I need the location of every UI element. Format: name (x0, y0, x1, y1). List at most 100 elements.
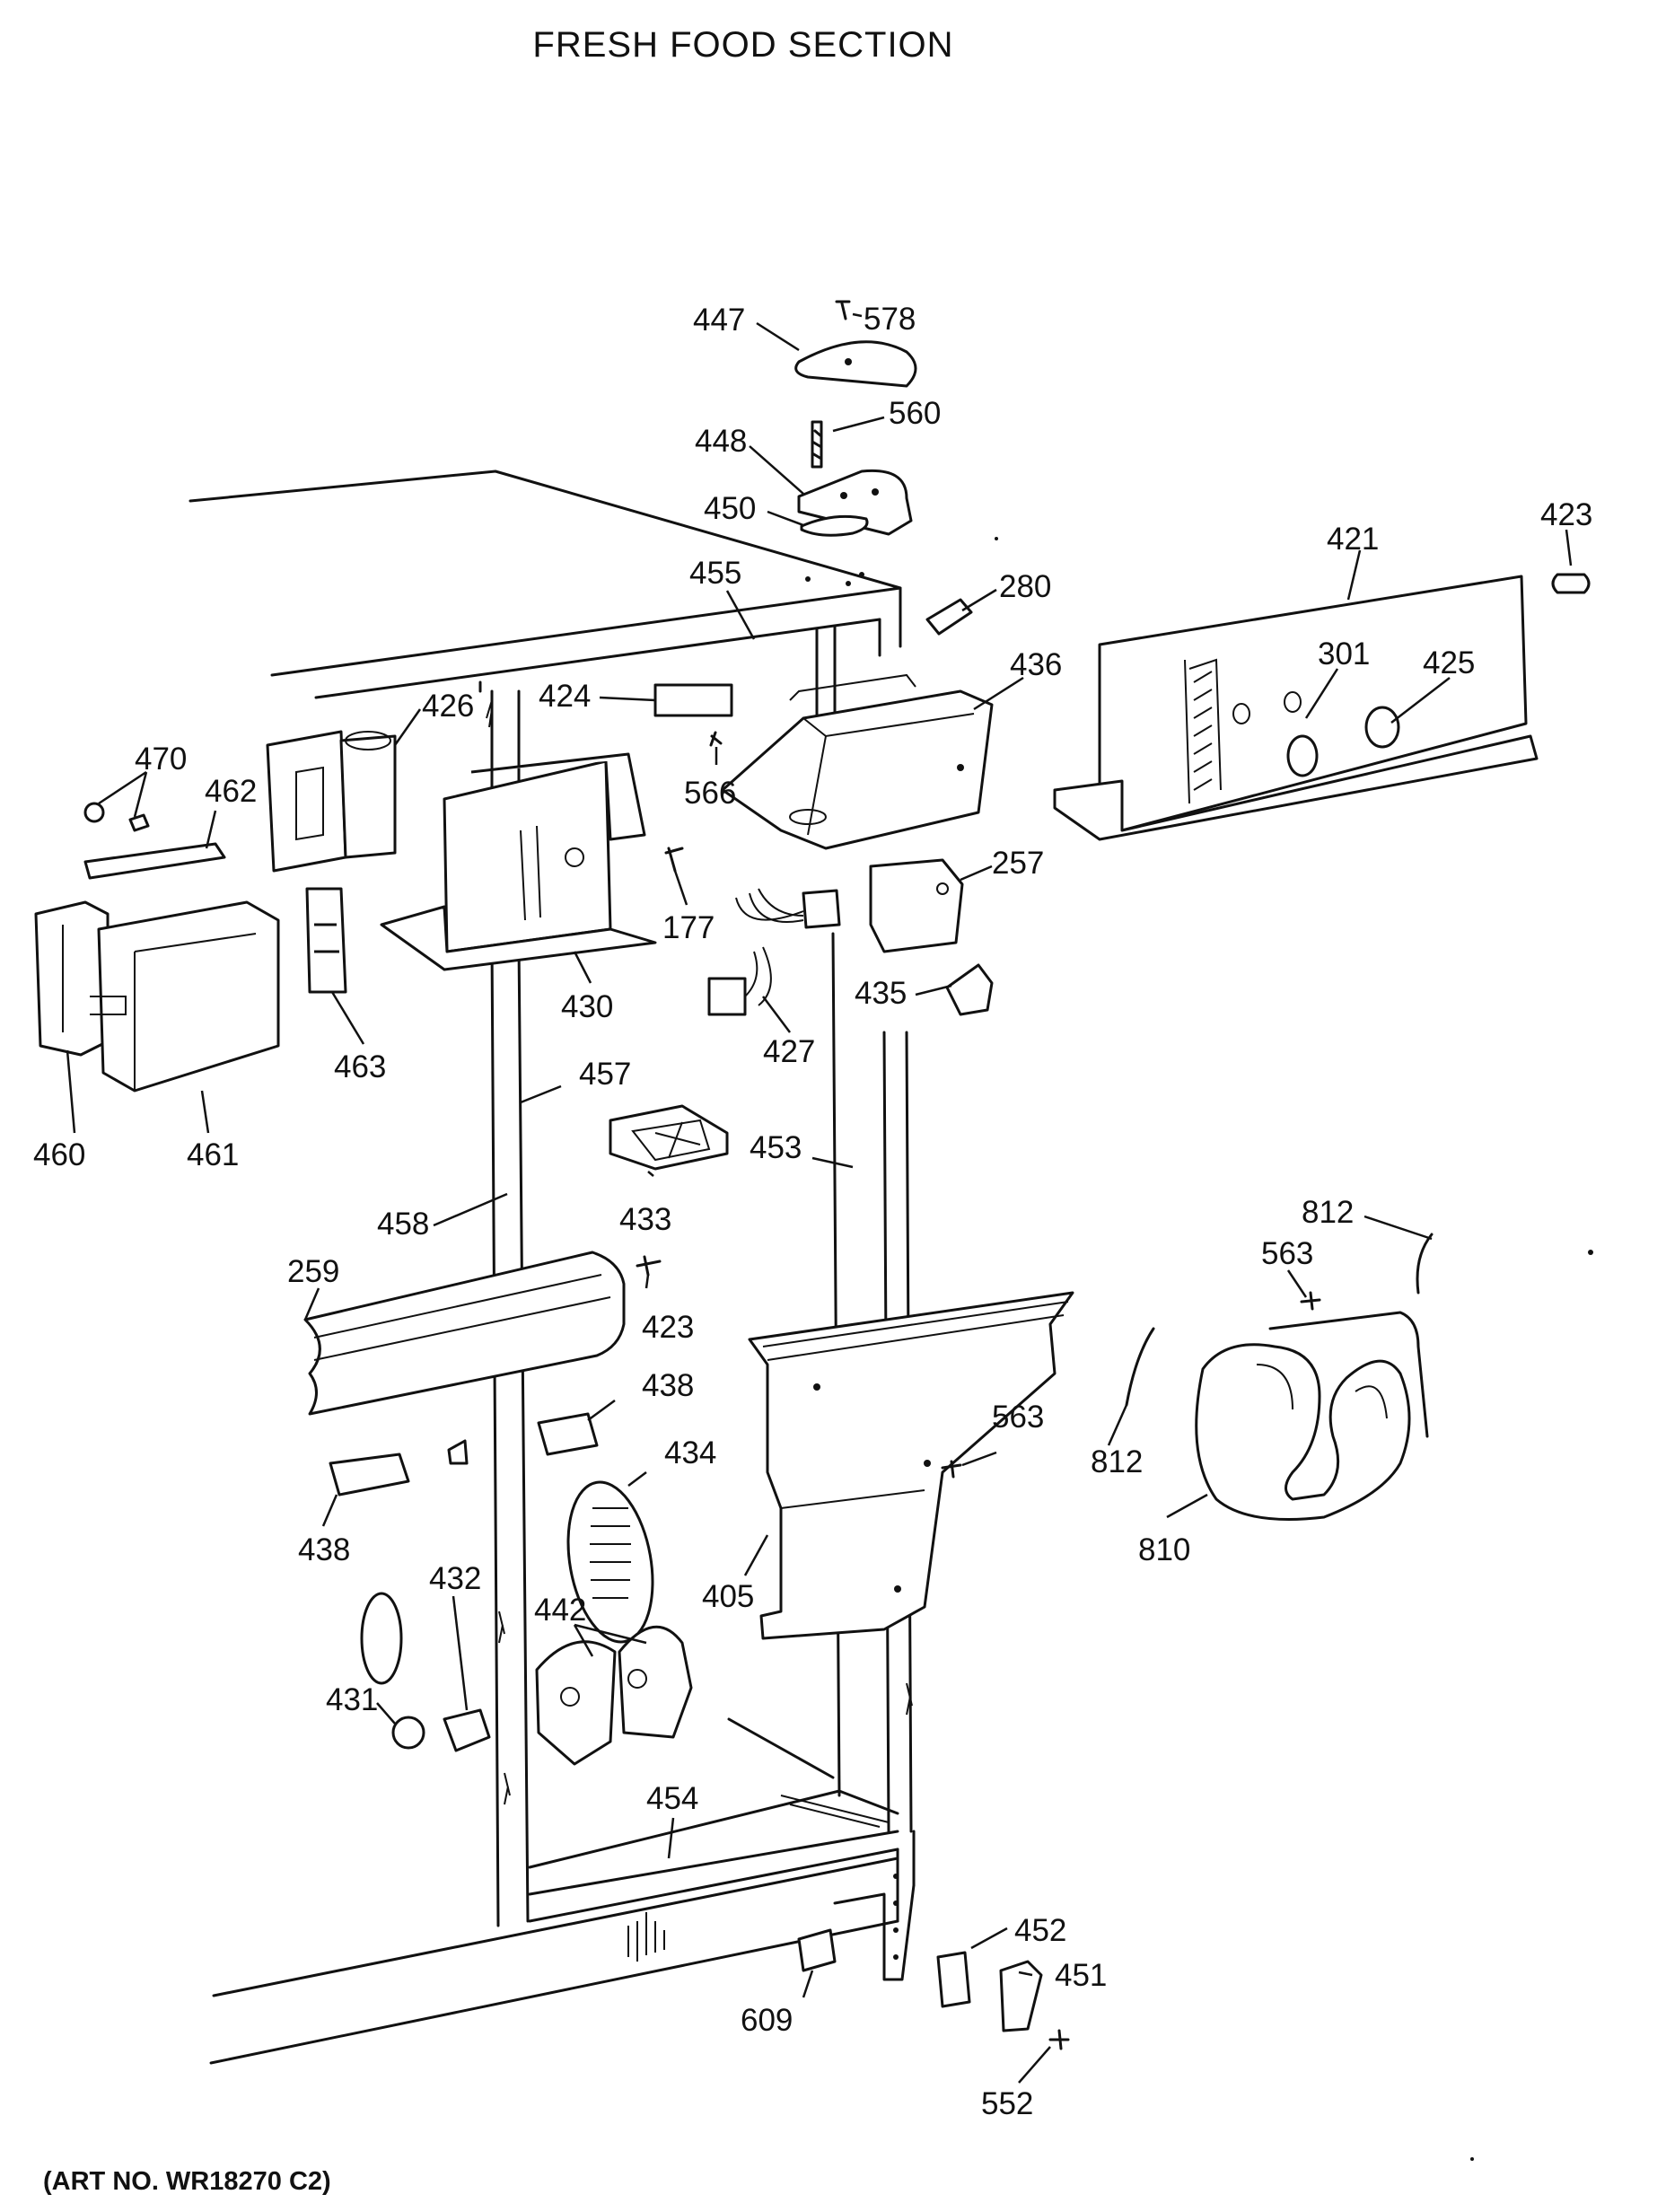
callout-432: 432 (429, 1561, 481, 1596)
callout-177: 177 (662, 910, 715, 945)
art-number: (ART NO. WR18270 C2) (43, 2167, 331, 2196)
part-450-shim (800, 514, 869, 537)
callout-425: 425 (1423, 645, 1475, 680)
part-431-seal (360, 1592, 403, 1685)
callout-462: 462 (205, 774, 257, 809)
callout-431: 431 (326, 1682, 378, 1717)
part-470-cap (128, 813, 150, 832)
callout-442: 442 (534, 1593, 586, 1628)
callout-438-upper: 438 (642, 1368, 694, 1403)
part-434-gasket (566, 1480, 654, 1644)
part-563-screw-a (941, 1460, 962, 1479)
callout-457: 457 (579, 1057, 631, 1092)
callout-455: 455 (689, 556, 741, 591)
part-463-bracket (305, 887, 347, 994)
callout-452: 452 (1014, 1913, 1066, 1948)
part-405-duct (748, 1291, 1074, 1640)
part-301-knob (1286, 734, 1319, 777)
callout-609: 609 (741, 2003, 793, 2038)
part-432-bushing (443, 1708, 491, 1752)
part-470-plug (83, 802, 105, 823)
callout-812-upper: 812 (1302, 1195, 1354, 1230)
callout-458: 458 (377, 1207, 429, 1242)
callout-423-lower: 423 (642, 1310, 694, 1345)
part-423-lamp (1551, 573, 1591, 594)
part-421-control-panel (1053, 575, 1539, 841)
callout-301: 301 (1318, 636, 1370, 672)
part-257-timer (869, 858, 964, 953)
part-426-assembly (266, 730, 397, 873)
callout-424: 424 (539, 679, 591, 714)
callout-433: 433 (619, 1202, 671, 1237)
callout-461: 461 (187, 1137, 239, 1172)
callout-463: 463 (334, 1049, 386, 1084)
callout-427: 427 (763, 1034, 815, 1069)
part-423-lower (636, 1255, 662, 1277)
callout-435: 435 (855, 976, 907, 1011)
part-427-wire-harness (707, 888, 841, 1016)
part-560-screw (811, 420, 823, 469)
callout-426: 426 (422, 689, 474, 724)
part-609-clip (797, 1928, 837, 1972)
part-438-clip (447, 1439, 469, 1465)
leader-lines (66, 312, 1573, 2084)
callout-578: 578 (864, 302, 916, 337)
callout-434: 434 (664, 1435, 716, 1470)
cabinet-frame (189, 470, 916, 2065)
part-438-socket-upper (537, 1412, 599, 1456)
callout-566: 566 (684, 776, 736, 811)
part-460-housing (34, 900, 110, 1057)
callout-454: 454 (646, 1781, 698, 1816)
callout-423-top: 423 (1540, 497, 1592, 532)
part-433-fan (609, 1104, 729, 1171)
callout-460: 460 (33, 1137, 85, 1172)
part-442-damper (535, 1625, 693, 1766)
callout-421: 421 (1327, 522, 1379, 557)
part-280 (925, 598, 973, 636)
part-812-tube-upper (1416, 1233, 1434, 1295)
callout-259: 259 (287, 1254, 339, 1289)
part-462-gasket (83, 842, 226, 880)
callout-451: 451 (1055, 1958, 1107, 1993)
callout-552: 552 (981, 2086, 1033, 2121)
part-810-heater (1195, 1311, 1429, 1521)
part-435-damper (945, 963, 994, 1016)
part-812-tube-lower (1125, 1327, 1155, 1407)
part-430-bracket (380, 752, 657, 971)
part-425-knob (1364, 706, 1400, 749)
diagram-title: FRESH FOOD SECTION (532, 25, 954, 65)
part-566-screw (709, 731, 723, 747)
callout-280: 280 (999, 569, 1051, 604)
part-438-socket-lower (329, 1453, 410, 1497)
callout-405: 405 (702, 1579, 754, 1614)
part-451-hinge (999, 1960, 1043, 2032)
callout-470: 470 (135, 742, 187, 777)
part-563-screw-b (1300, 1291, 1321, 1311)
part-259-cover (303, 1251, 626, 1416)
callout-438-lower: 438 (298, 1532, 350, 1567)
callout-436: 436 (1010, 647, 1062, 682)
part-177-screw (664, 847, 684, 873)
part-461-housing (90, 900, 280, 1093)
part-436-housing (721, 673, 994, 850)
callout-448: 448 (695, 424, 747, 459)
callout-812-lower: 812 (1091, 1444, 1143, 1479)
part-424-switch (653, 683, 733, 717)
part-552-screw (1048, 2029, 1070, 2050)
part-578-screw (835, 300, 851, 320)
part-447-hole (845, 358, 852, 365)
callout-560: 560 (889, 396, 941, 431)
callout-810: 810 (1138, 1532, 1190, 1567)
callout-563-upper: 563 (1261, 1236, 1313, 1271)
callout-447: 447 (693, 303, 745, 338)
part-452-shim (936, 1951, 971, 2008)
callout-450: 450 (704, 491, 756, 526)
callout-430: 430 (561, 989, 613, 1024)
part-431-grommet (391, 1716, 425, 1750)
callout-453: 453 (750, 1130, 802, 1165)
part-447-cover (794, 340, 917, 388)
callout-257: 257 (992, 846, 1044, 881)
callout-labels: 578 447 560 448 450 423 421 455 280 436 … (33, 302, 1592, 2121)
callout-563-lower: 563 (992, 1400, 1044, 1435)
